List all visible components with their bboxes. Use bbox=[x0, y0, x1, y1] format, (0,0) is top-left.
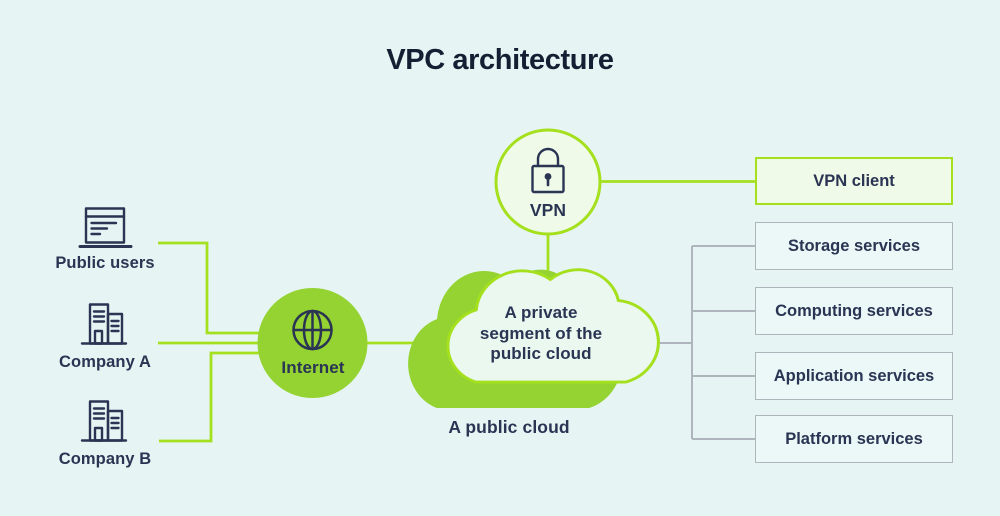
private-cloud-label-line: segment of the bbox=[479, 323, 603, 343]
public-users-label: Public users bbox=[55, 254, 155, 272]
service-box-computing: Computing services bbox=[755, 287, 953, 335]
building-icon bbox=[80, 303, 128, 345]
building-icon bbox=[80, 400, 128, 442]
diagram-title: VPC architecture bbox=[386, 44, 614, 76]
lock-icon bbox=[531, 147, 565, 194]
service-box-application: Application services bbox=[755, 352, 953, 400]
service-label: Platform services bbox=[785, 429, 923, 448]
service-label: Storage services bbox=[787, 236, 921, 255]
service-label: VPN client bbox=[813, 171, 895, 190]
public-cloud-label: A public cloud bbox=[448, 417, 570, 437]
internet-label: Internet bbox=[281, 358, 345, 377]
private-cloud-label-line: A private bbox=[504, 303, 578, 322]
service-box-platform: Platform services bbox=[755, 415, 953, 463]
service-label: Application services bbox=[773, 366, 935, 385]
globe-icon bbox=[292, 309, 333, 351]
private-cloud-label: A private segment of the public cloud bbox=[441, 303, 641, 365]
company-a-label: Company A bbox=[59, 353, 151, 371]
service-box-vpn-client: VPN client bbox=[755, 157, 953, 205]
service-label: Computing services bbox=[775, 301, 933, 320]
service-box-storage: Storage services bbox=[755, 222, 953, 270]
private-cloud-shape bbox=[446, 268, 660, 384]
private-cloud-label-line: public cloud bbox=[490, 344, 592, 363]
company-b-label: Company B bbox=[58, 450, 152, 468]
connector-cloud-services bbox=[638, 245, 756, 440]
vpn-label: VPN bbox=[529, 200, 567, 220]
browser-users-icon bbox=[78, 207, 133, 248]
